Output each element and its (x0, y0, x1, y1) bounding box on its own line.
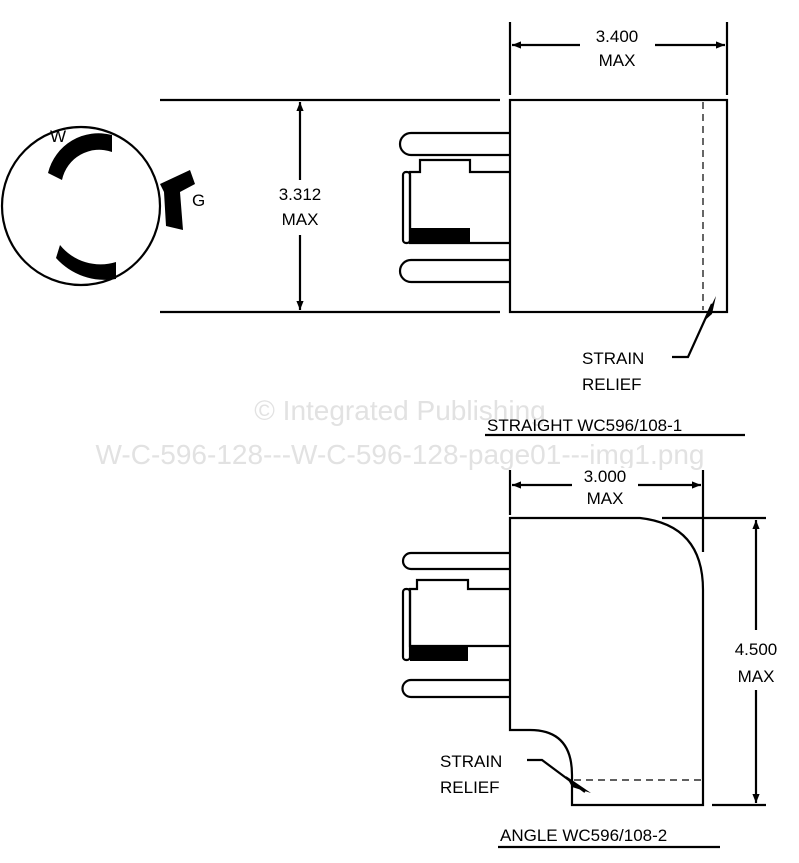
label-w: W (50, 127, 66, 146)
angle-height-dim-value: 4.500 (735, 640, 778, 659)
angle-width-dim-unit: MAX (587, 489, 624, 508)
angle-strain-relief-label-2: RELIEF (440, 778, 500, 797)
height-dim-value: 3.312 (279, 185, 322, 204)
height-dim-unit: MAX (282, 210, 319, 229)
width-dim-unit: MAX (599, 51, 636, 70)
straight-plug: 3.312 MAX 3.400 MAX STRAIN RELIEF STRAIG… (160, 22, 745, 437)
width-dim-value: 3.400 (596, 27, 639, 46)
watermark-line2: W-C-596-128---W-C-596-128-page01---img1.… (96, 439, 705, 470)
angle-plug: 3.000 MAX 4.500 MAX STRAIN RELIEF ANGLE … (401, 467, 778, 849)
angle-height-dim-unit: MAX (738, 667, 775, 686)
angle-strain-relief-label-1: STRAIN (440, 752, 502, 771)
receptacle-face: W G (0, 125, 205, 287)
angle-width-dim-value: 3.000 (584, 467, 627, 486)
straight-title: STRAIGHT WC596/108-1 (487, 416, 682, 435)
strain-relief-label-2: RELIEF (582, 375, 642, 394)
watermark-line1: © Integrated Publishing (254, 395, 545, 426)
strain-relief-label-1: STRAIN (582, 349, 644, 368)
label-g: G (192, 191, 205, 210)
angle-title: ANGLE WC596/108-2 (500, 826, 667, 845)
